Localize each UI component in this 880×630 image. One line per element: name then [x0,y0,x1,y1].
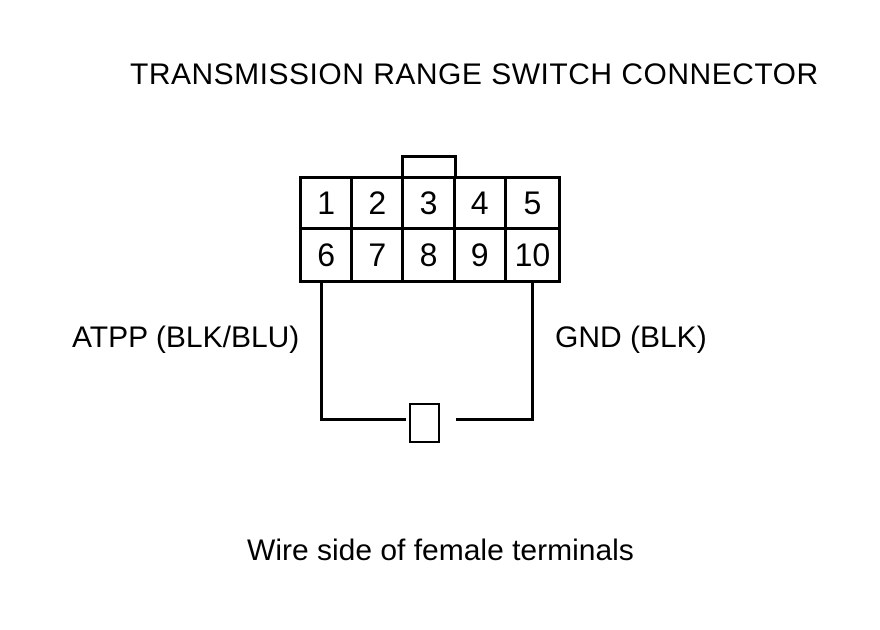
wire-label-gnd: GND (BLK) [555,321,707,354]
pin-cell-7: 7 [353,229,405,280]
pin-cell-8: 8 [404,229,456,280]
pin-cell-10: 10 [506,229,558,280]
caption: Wire side of female terminals [247,534,634,567]
diagram-title: TRANSMISSION RANGE SWITCH CONNECTOR [130,58,819,91]
pin-cell-2: 2 [353,179,405,230]
pin-cell-4: 4 [455,179,507,230]
wire-right-vertical [531,282,534,421]
wire-bottom-left [320,418,406,421]
wire-left-vertical [320,282,323,421]
pin-cell-9: 9 [455,229,507,280]
wire-bottom-right [456,418,534,421]
pin-cell-5: 5 [506,179,558,230]
pin-cell-1: 1 [302,179,354,230]
terminal-box [409,403,440,443]
pin-cell-3: 3 [404,179,456,230]
pin-cell-6: 6 [302,229,354,280]
wire-label-atpp: ATPP (BLK/BLU) [72,321,300,354]
